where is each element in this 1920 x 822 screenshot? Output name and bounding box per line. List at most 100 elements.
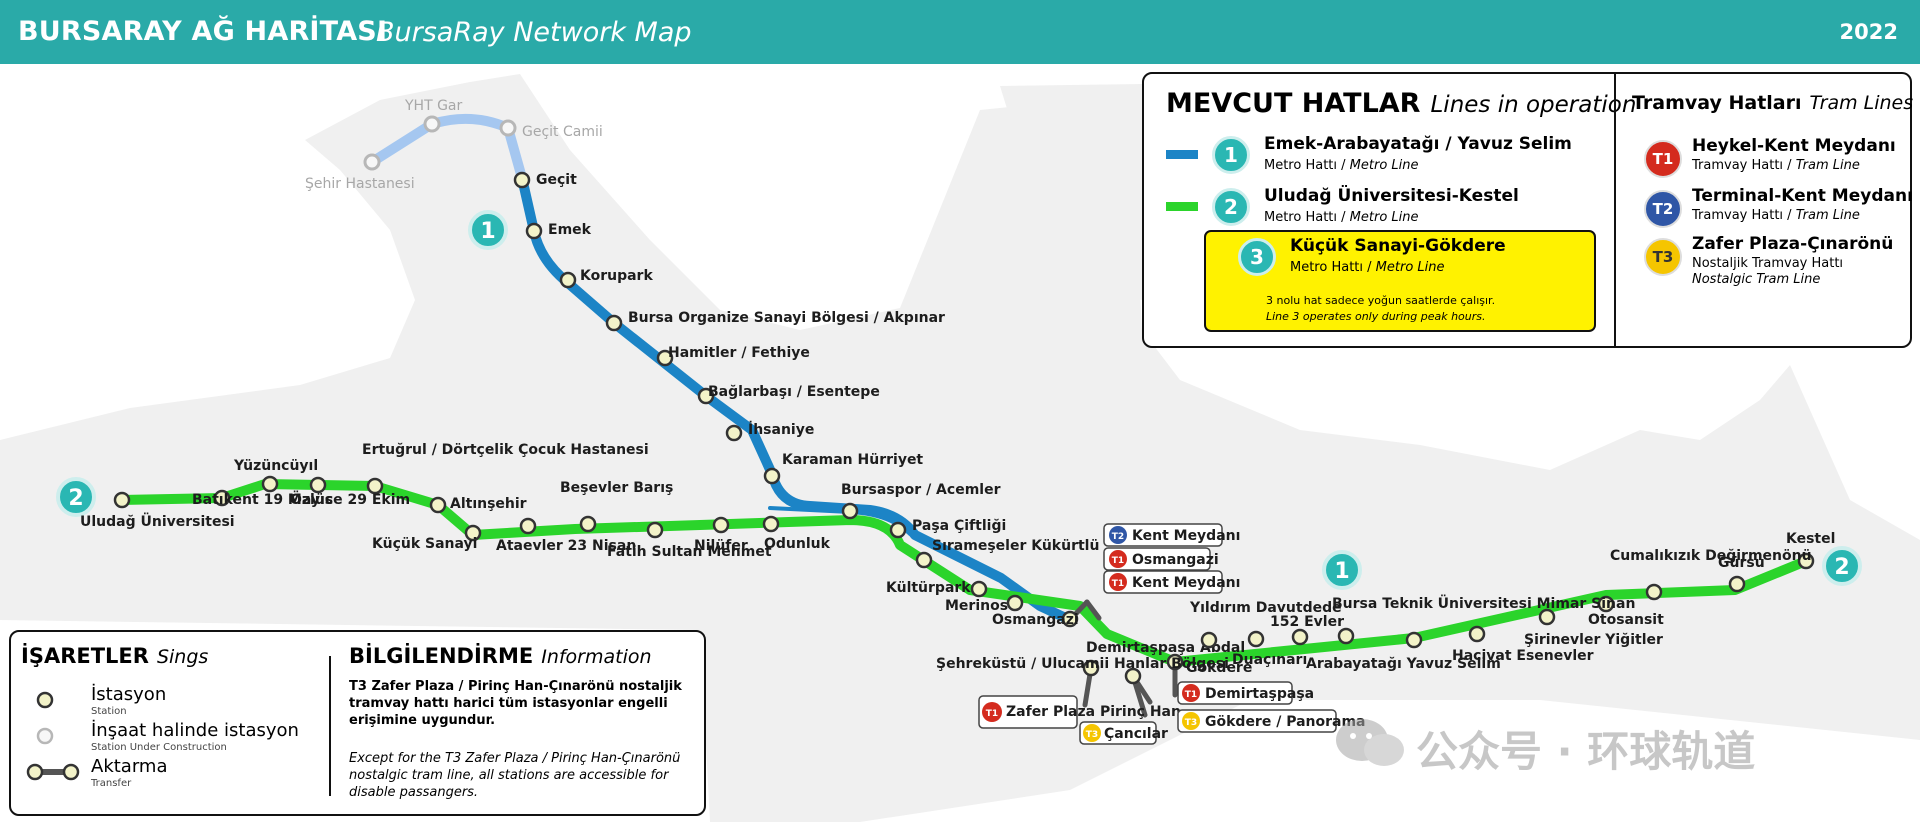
line3-note: 3 nolu hat sadece yoğun saatlerde çalışı… <box>1266 294 1496 307</box>
station-sehrekustu: Şehreküstü / Ulucamii Hanlar Bölgesi <box>936 656 1229 672</box>
tram-legend-heading: Tramvay Hatları Tram Lines <box>1632 92 1913 114</box>
sign-station-label: İstasyon <box>91 684 167 705</box>
station-gecit-camii: Geçit Camii <box>522 124 603 140</box>
sign-under-construction: İnşaat halinde istasyon Station Under Co… <box>21 720 321 756</box>
line1-circle: 1 <box>1212 136 1250 174</box>
tram-heading-tr: Tramvay Hatları <box>1632 92 1802 114</box>
station-demirtaspasa-abdal: Demirtaşpaşa Abdal <box>1086 640 1245 656</box>
station-kulturpark: Kültürpark <box>886 580 971 596</box>
sign-station: İstasyon Station <box>21 684 321 720</box>
station-fatih-sultan-mehmet: Fatih Sultan Mehmet <box>607 544 772 560</box>
svg-text:T3: T3 <box>1086 730 1098 740</box>
t3-type: Nostaljik Tramvay Hattı <box>1692 256 1844 271</box>
station-yht-gar: YHT Gar <box>404 98 463 114</box>
line2-color-bar <box>1166 202 1198 211</box>
svg-text:T1: T1 <box>986 709 998 719</box>
station-otosansit: Otosansit <box>1588 612 1664 628</box>
watermark-text: 公众号 · 环球轨道 <box>1416 727 1756 776</box>
svg-text:Gökdere / Panorama: Gökdere / Panorama <box>1205 714 1366 730</box>
station-merinos: Merinos <box>945 598 1008 614</box>
signs-heading-tr: İŞARETLER <box>21 644 149 668</box>
station-arabayatagi: Arabayatağı Yavuz Selim <box>1306 656 1501 672</box>
station-uludag-universitesi: Uludağ Üniversitesi <box>80 512 235 530</box>
line2-route <box>117 479 1811 667</box>
legend-line-3: 3 Küçük Sanayi-Gökdere Metro Hattı / Met… <box>1192 234 1622 282</box>
sign-station-label-en: Station <box>91 706 127 717</box>
wechat-icon <box>1336 719 1404 766</box>
legend-line-1: 1 Emek-Arabayatağı / Yavuz Selim Metro H… <box>1166 132 1596 180</box>
t1-name: Heykel-Kent Meydanı <box>1692 136 1896 156</box>
info-heading-tr: BİLGİLENDİRME <box>349 644 534 668</box>
svg-text:T3: T3 <box>1185 718 1197 728</box>
station-sehir-hastanesi: Şehir Hastanesi <box>305 176 415 192</box>
line2-name: Uludağ Üniversitesi-Kestel <box>1264 186 1519 206</box>
station-cumalikizik: Cumalıkızık Değirmenönü <box>1610 548 1812 564</box>
svg-text:T1: T1 <box>1185 690 1197 700</box>
legend-tram-t1: T1 Heykel-Kent Meydanı Tramvay Hattı / T… <box>1644 136 1906 186</box>
tram-transfer-t1-kent-meydani: T1 Kent Meydanı <box>1103 570 1240 594</box>
station-besevler: Beşevler Barış <box>560 480 673 496</box>
station-yuzuncuyil: Yüzüncüyıl <box>233 458 318 474</box>
station-korupark: Korupark <box>580 268 653 284</box>
station-ozluce: Özlüce 29 Ekim <box>290 490 410 508</box>
t1-badge: T1 <box>1644 140 1682 178</box>
line2-type: Metro Hattı / Metro Line <box>1264 210 1419 225</box>
info-text-en: Except for the T3 Zafer Plaza / Pirinç H… <box>349 751 681 800</box>
sign-transfer-label: Aktarma <box>91 756 168 777</box>
svg-text:2: 2 <box>68 486 83 511</box>
station-pasa-ciftligi: Paşa Çiftliği <box>912 518 1006 534</box>
station-yildirim-davutdede: Yıldırım Davutdede <box>1189 600 1342 616</box>
svg-text:Kent Meydanı: Kent Meydanı <box>1132 575 1240 591</box>
info-text: T3 Zafer Plaza / Pirinç Han-Çınarönü nos… <box>349 679 682 728</box>
line1-badge-north: 1 <box>468 210 508 250</box>
station-altinsehir: Altınşehir <box>450 496 527 512</box>
tram-transfer-t1-demirtaspasa: T1 Demirtaşpaşa <box>1177 681 1314 705</box>
legend-divider <box>1614 74 1616 346</box>
station-baglarbasi: Bağlarbaşı / Esentepe <box>708 384 880 400</box>
network-map: 1 1 2 2 YHT Gar Geçit Camii Şehir Hastan… <box>0 74 1920 822</box>
east-stations <box>1200 552 1815 649</box>
station-under-construction-symbol <box>36 727 54 745</box>
line1-stations <box>513 171 781 485</box>
line1-name: Emek-Arabayatağı / Yavuz Selim <box>1264 134 1572 154</box>
station-gursu: Gürsu <box>1718 555 1765 571</box>
station-152-evler: 152 Evler <box>1270 614 1344 630</box>
station-kestel: Kestel <box>1786 531 1835 547</box>
station-duacinari: Duaçınarı <box>1232 652 1307 668</box>
station-osmangazi: Osmangazi <box>992 612 1079 628</box>
station-gecit: Geçit <box>536 172 577 188</box>
line2-badge-east: 2 <box>1822 546 1862 586</box>
tram-heading-en: Tram Lines <box>1809 92 1914 114</box>
station-hacivat: Hacivat Esenevler <box>1452 648 1594 664</box>
line3-name: Küçük Sanayi-Gökdere <box>1290 236 1506 256</box>
legend-tram-t3: T3 Zafer Plaza-Çınarönü Nostaljik Tramva… <box>1644 234 1906 287</box>
station-hamitler: Hamitler / Fethiye <box>668 345 810 361</box>
map-title-english: BursaRay Network Map <box>376 17 692 48</box>
t1-type: Tramvay Hattı / Tram Line <box>1692 158 1860 173</box>
line1-badge-east: 1 <box>1322 550 1362 590</box>
station-symbol <box>36 691 54 709</box>
shared-stations <box>841 502 1184 685</box>
svg-text:T2: T2 <box>1112 532 1124 542</box>
t2-type: Tramvay Hattı / Tram Line <box>1692 208 1860 223</box>
tram-transfer-t3-cancilar: T3 Çancılar <box>1079 721 1168 745</box>
legend-line-2: 2 Uludağ Üniversitesi-Kestel Metro Hattı… <box>1166 184 1596 232</box>
svg-text:Demirtaşpaşa: Demirtaşpaşa <box>1205 686 1314 702</box>
station-nilufer: Nilüfer <box>694 538 748 554</box>
title-bar: BURSARAY AĞ HARİTASI BursaRay Network Ma… <box>0 0 1920 64</box>
station-gokdere: Gökdere <box>1186 660 1252 676</box>
t2-name: Terminal-Kent Meydanı <box>1692 186 1913 206</box>
svg-text:T1: T1 <box>1112 579 1124 589</box>
line3-circle: 3 <box>1238 238 1276 276</box>
station-sirameseler: Sırameşeler Kükürtlü <box>932 538 1099 554</box>
sign-transfer-label-en: Transfer <box>91 778 132 789</box>
signs-heading-en: Sings <box>156 646 209 668</box>
station-akpinar: Bursa Organize Sanayi Bölgesi / Akpınar <box>628 310 945 326</box>
sign-under-construction-label-en: Station Under Construction <box>91 742 227 753</box>
station-ihsaniye: İhsaniye <box>748 421 814 438</box>
legend-heading-tr: MEVCUT HATLAR <box>1166 88 1421 119</box>
station-karaman-hurriyet: Karaman Hürriyet <box>782 452 923 468</box>
line2-circle: 2 <box>1212 188 1250 226</box>
station-emek: Emek <box>548 222 592 238</box>
